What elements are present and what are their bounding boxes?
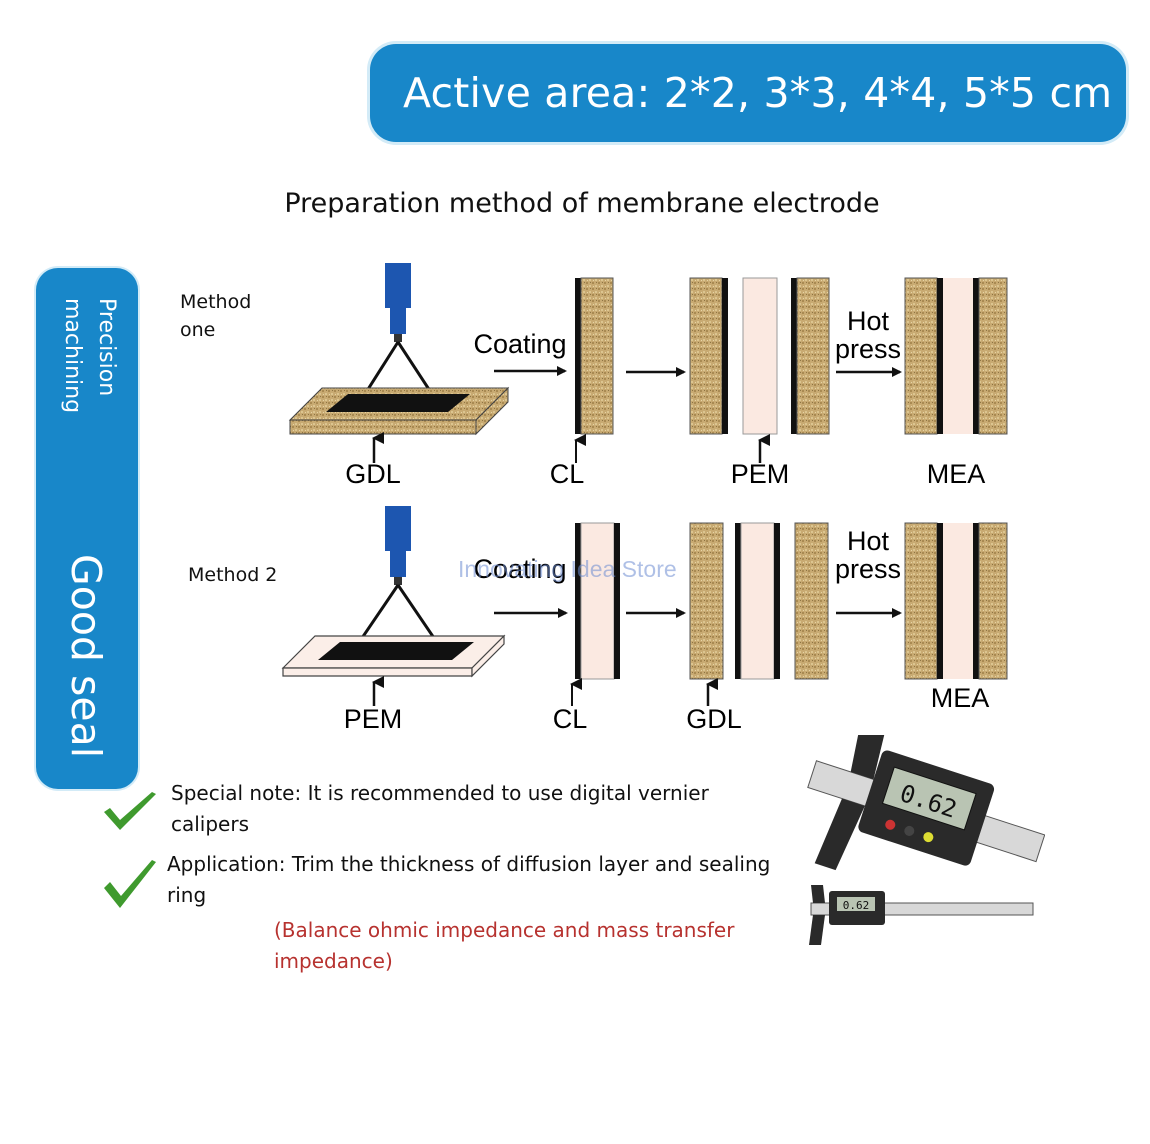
caliper-small: 0.62	[809, 885, 1034, 945]
store-watermark: Innovating Idea Store	[458, 556, 677, 582]
method-two-row: PEM Coating CL GDL Hot press MEA	[281, 506, 1008, 734]
gdl-block-left-r2	[689, 522, 724, 680]
method-one-label: Method one	[180, 288, 251, 344]
caliper-large: 0.62	[807, 735, 1045, 871]
label-hot-r2: Hot	[847, 526, 890, 556]
impedance-note: (Balance ohmic impedance and mass transf…	[274, 915, 734, 977]
diagram-heading: Preparation method of membrane electrode	[284, 188, 880, 219]
label-cl-r1: CL	[550, 459, 585, 489]
check-icon	[104, 792, 156, 830]
catalyst-layer-sprayed	[326, 394, 470, 412]
mea-membrane-r2	[943, 523, 973, 679]
label-cl-r2: CL	[553, 704, 588, 734]
caliper-jaw-lower	[814, 798, 865, 871]
application-note-line2: ring	[167, 883, 207, 907]
gdl-plate-front	[289, 419, 477, 435]
mea-membrane-r1	[943, 278, 973, 434]
caliper-lcd	[881, 766, 977, 831]
method-one-line2: one	[180, 319, 216, 341]
spray-cone-r2	[360, 584, 436, 639]
label-mea-r1: MEA	[927, 459, 986, 489]
sidebar-line-machining: machining	[60, 298, 85, 414]
spray-nozzle-body	[385, 263, 411, 308]
cl-coated-membrane-r2	[580, 522, 615, 680]
special-note-line1: Special note: It is recommended to use d…	[171, 781, 709, 805]
spray-nozzle-body-r2	[385, 506, 411, 551]
label-pem-r2: PEM	[344, 704, 403, 734]
impedance-note-line1: (Balance ohmic impedance and mass transf…	[274, 918, 735, 942]
label-gdl-r2: GDL	[686, 704, 742, 734]
label-mea-r2: MEA	[931, 683, 990, 713]
digital-caliper-illustration: 0.62 0.62	[807, 735, 1045, 945]
method-two-label: Method 2	[188, 564, 278, 586]
spray-cone	[363, 341, 434, 395]
application-note: Application: Trim the thickness of diffu…	[167, 849, 770, 911]
check-icon	[104, 860, 156, 908]
special-note-line2: calipers	[171, 812, 250, 836]
impedance-note-line2: impedance)	[274, 949, 393, 973]
label-gdl-r1: GDL	[345, 459, 401, 489]
label-press-r1: press	[835, 334, 901, 364]
pem-membrane-r1	[742, 277, 778, 435]
active-area-text: Active area: 2*2, 3*3, 4*4, 5*5 cm	[403, 69, 1113, 117]
catalyst-layer-on-pem	[318, 642, 474, 660]
mea-preparation-diagram: GDL Coating CL PEM Hot press MEA	[281, 263, 1008, 734]
label-press-r2: press	[835, 554, 901, 584]
cl-gdl-block-r1	[580, 277, 614, 435]
label-pem-r1: PEM	[731, 459, 790, 489]
caliper-jaw-upper	[850, 735, 886, 780]
spray-nozzle-tip	[390, 308, 406, 334]
sidebar-line-precision: Precision	[94, 298, 119, 397]
active-area-banner: Active area: 2*2, 3*3, 4*4, 5*5 cm	[370, 44, 1126, 142]
application-note-line1: Application: Trim the thickness of diffu…	[167, 852, 771, 876]
method-one-line1: Method	[180, 291, 252, 313]
feature-sidebar: Precision machining Good seal	[36, 268, 138, 789]
caliper-reading-small: 0.62	[843, 899, 870, 912]
label-coating-r2: Coating	[473, 554, 566, 584]
sidebar-good-seal: Good seal	[62, 554, 110, 759]
cl-catalyst-strip-r1	[575, 278, 581, 434]
label-coating-r1: Coating	[473, 329, 566, 359]
label-hot-r1: Hot	[847, 306, 890, 336]
method-one-row: GDL Coating CL PEM Hot press MEA	[288, 263, 1008, 489]
special-note: Special note: It is recommended to use d…	[171, 778, 709, 840]
